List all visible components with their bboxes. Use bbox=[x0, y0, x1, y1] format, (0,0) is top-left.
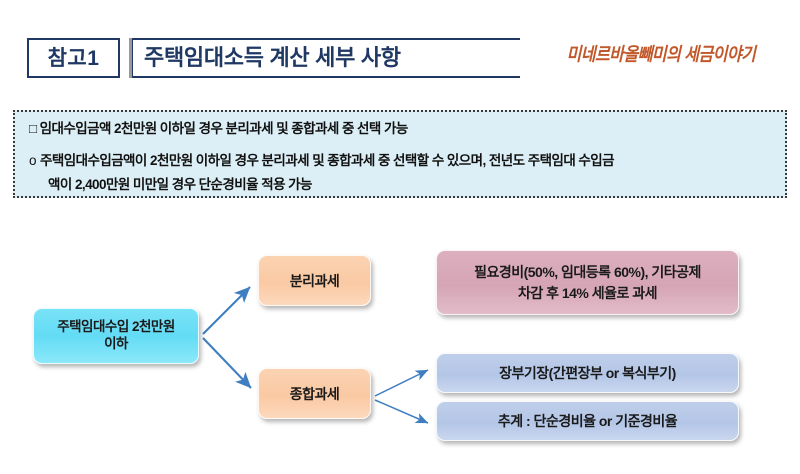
flow-node-source-line2: 이하 bbox=[104, 336, 128, 351]
arrow-comprehensive-to-bookkeeping bbox=[374, 369, 429, 397]
reference-badge-label: 참고1 bbox=[47, 46, 100, 70]
reference-badge: 참고1 bbox=[27, 38, 120, 78]
arrow-comprehensive-to-estimate bbox=[374, 399, 429, 424]
circle-bullet-icon: o bbox=[29, 152, 37, 168]
flow-node-comprehensive-taxation: 종합과세 bbox=[258, 368, 371, 419]
flow-node-separate-taxation: 분리과세 bbox=[258, 255, 371, 306]
arrow-source-to-separate bbox=[202, 286, 251, 335]
note-detail-line-2: 액이 2,400만원 미만일 경우 단순경비율 적용 가능 bbox=[48, 177, 312, 193]
note-headline-text: 임대수입금액 2천만원 이하일 경우 분리과세 및 종합과세 중 선택 가능 bbox=[39, 121, 409, 136]
watermark-text: 미네르바올빼미의 세금이야기 bbox=[566, 45, 756, 66]
note-detail-text-1: 주택임대수입금액이 2천만원 이하일 경우 분리과세 및 종합과세 중 선택할 … bbox=[39, 152, 615, 168]
note-headline: □임대수입금액 2천만원 이하일 경우 분리과세 및 종합과세 중 선택 가능 bbox=[29, 121, 771, 137]
arrow-source-to-comprehensive bbox=[202, 337, 252, 389]
flow-diagram: 주택임대수입 2천만원 이하 분리과세 종합과세 필요경비(50%, 임대등록 … bbox=[0, 230, 800, 450]
flow-node-separate-detail-line2: 차감 후 14% 세율로 과세 bbox=[517, 284, 658, 301]
flow-node-source-line1: 주택임대수입 2천만원 bbox=[57, 319, 175, 335]
flow-node-estimate: 추계 : 단순경비율 or 기준경비율 bbox=[436, 401, 739, 441]
note-box: □임대수입금액 2천만원 이하일 경우 분리과세 및 종합과세 중 선택 가능 … bbox=[13, 110, 787, 198]
square-bullet-icon: □ bbox=[29, 121, 37, 136]
slide-header: 참고1 주택임대소득 계산 세부 사항 미네르바올빼미의 세금이야기 bbox=[0, 36, 800, 88]
flow-node-source: 주택임대수입 2천만원 이하 bbox=[33, 308, 199, 364]
title-bar: 주택임대소득 계산 세부 사항 bbox=[129, 38, 520, 78]
flow-arrows bbox=[202, 286, 429, 424]
flow-node-bookkeeping: 장부기장(간편장부 or 복식부기) bbox=[436, 353, 739, 393]
page-title: 주택임대소득 계산 세부 사항 bbox=[144, 45, 401, 70]
flow-node-separate-detail-line1: 필요경비(50%, 임대등록 60%), 기타공제 bbox=[474, 264, 701, 281]
flow-node-separate-detail: 필요경비(50%, 임대등록 60%), 기타공제 차감 후 14% 세율로 과… bbox=[436, 250, 739, 315]
